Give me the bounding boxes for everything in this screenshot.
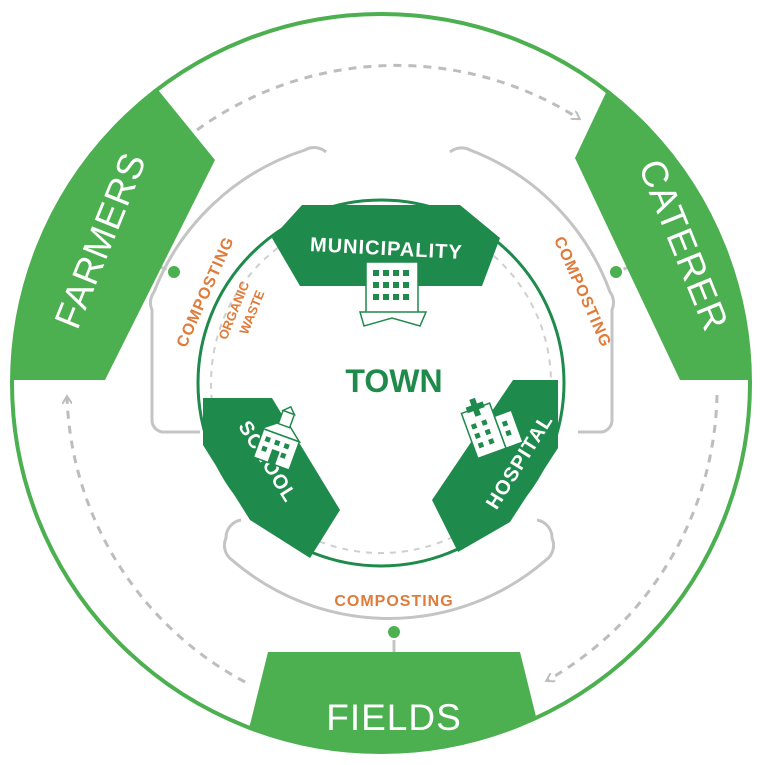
center-title: TOWN [345, 363, 442, 399]
node-dot-right [608, 264, 624, 280]
node-dot-bottom [386, 624, 402, 640]
banner-hospital [432, 380, 558, 552]
connector-band-right [449, 146, 616, 434]
connector-band-left [148, 146, 327, 434]
municipal-building-icon [359, 261, 428, 327]
flow-arrow-caterer-to-fields [548, 394, 719, 680]
label-fields: FIELDS [326, 697, 462, 738]
banner-school [203, 398, 340, 558]
hospital-building-icon [460, 397, 524, 460]
banner-fields [240, 652, 548, 753]
node-dot-left [166, 264, 182, 280]
composting-label-bottom: COMPOSTING [334, 593, 453, 610]
composting-label-right: COMPOSTING [550, 234, 614, 350]
banner-municipality [272, 205, 500, 286]
flow-arrow-fields-to-farmers [67, 398, 246, 684]
connector-band-bottom [222, 518, 556, 620]
flow-arrow-farmers-to-caterer [196, 63, 578, 132]
school-building-icon [252, 405, 302, 472]
